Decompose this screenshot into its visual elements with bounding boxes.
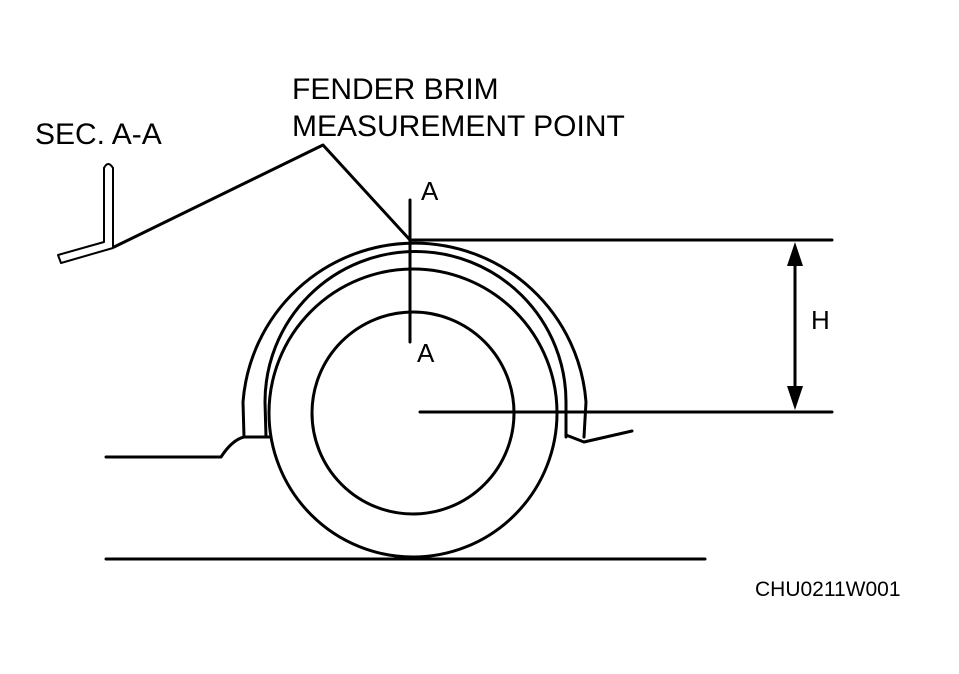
- leader-line: [112, 143, 412, 249]
- measurement-point-label: MEASUREMENT POINT: [292, 110, 625, 143]
- fender-arch-inner: [263, 250, 568, 439]
- fender-brim-label: FENDER BRIM: [292, 73, 499, 106]
- section-profile: [57, 167, 114, 264]
- height-label: H: [811, 305, 830, 335]
- section-mark-top: A: [421, 176, 439, 206]
- height-dimension-arrow: [787, 242, 803, 410]
- fender-arch-outer: [241, 241, 588, 439]
- section-profile-curl: [103, 163, 114, 169]
- body-line-left: [104, 435, 272, 459]
- section-mark-bottom: A: [417, 338, 435, 368]
- body-line-right: [564, 429, 634, 444]
- figure-code: CHU0211W001: [755, 578, 901, 601]
- section-label: SEC. A-A: [35, 118, 162, 151]
